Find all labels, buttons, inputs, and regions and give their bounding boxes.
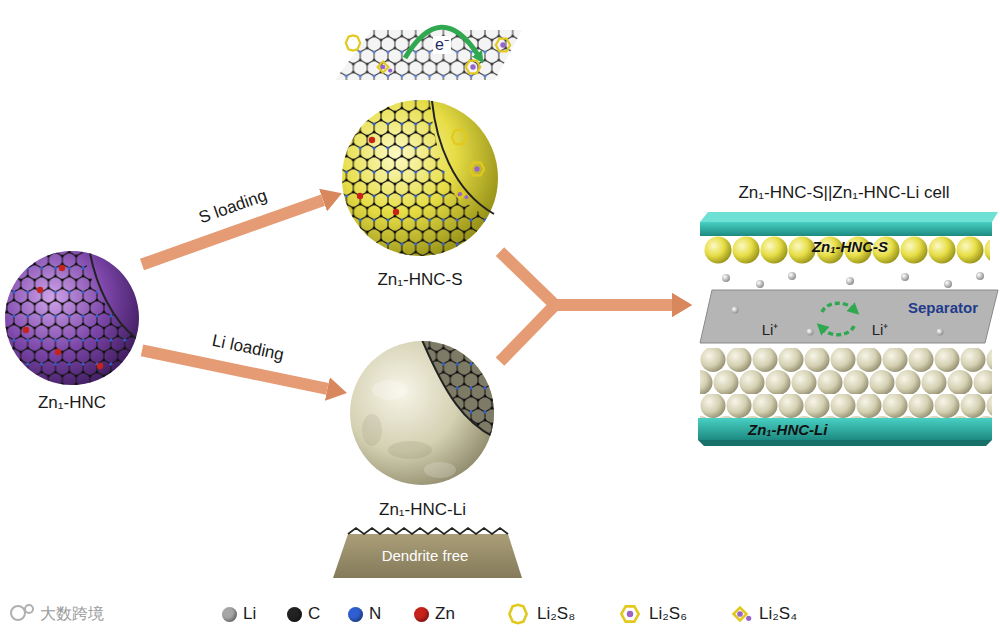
process-arrow — [500, 305, 672, 362]
legend-label: Li₂S₈ — [537, 604, 575, 624]
lithium-slab — [333, 528, 522, 578]
node-label: Zn₁-HNC-S||Zn₁-HNC-Li cell — [738, 183, 949, 203]
ring-symbol — [505, 603, 531, 625]
node-label: Zn₁-HNC-S — [812, 237, 888, 257]
edge-label: Li loading — [211, 331, 286, 365]
legend-swatch — [222, 607, 237, 622]
process-arrow — [500, 252, 672, 305]
graphene-sheet — [330, 25, 530, 85]
sphere-label-box: Zn₁-HNC-Li — [345, 338, 500, 520]
zn-hnc-li-sphere — [350, 335, 500, 485]
node-label: Zn₁-HNC-Li — [748, 420, 827, 440]
legend-item: Li₂S₈ — [505, 603, 575, 625]
separator-layer: Separator — [710, 290, 990, 343]
sphere-label-box: Zn₁-HNC — [2, 248, 142, 413]
legend-swatch — [414, 607, 429, 622]
battery-cell — [698, 212, 998, 446]
legend-item: Li — [222, 603, 256, 625]
node-label: Separator — [908, 298, 978, 318]
legend-item: C — [287, 603, 320, 625]
watermark-logo — [11, 605, 33, 620]
legend-label: Li — [243, 604, 256, 624]
node-label: Dendrite free — [382, 546, 469, 566]
node-label: Zn₁-HNC-Li — [379, 500, 466, 520]
electron-label: e⁻ — [433, 36, 451, 54]
legend-item: Li₂S₄ — [727, 603, 797, 625]
legend-label: C — [308, 604, 320, 624]
legend-swatch — [287, 607, 302, 622]
process-arrow — [142, 350, 327, 389]
legend-item: Li₂S₆ — [617, 603, 687, 625]
ion-label: Li⁺ — [870, 321, 891, 339]
zn-hnc-s-sphere — [340, 98, 500, 258]
legend-label: N — [369, 604, 381, 624]
anode-layer: Zn₁-HNC-Li — [698, 418, 992, 442]
node-label: Zn₁-HNC-S — [377, 270, 462, 290]
legend-swatch — [348, 607, 363, 622]
legend-label: Li₂S₆ — [649, 604, 687, 624]
node-label: Zn₁-HNC — [38, 393, 106, 413]
legend-item: N — [348, 603, 381, 625]
legend-item: Zn — [414, 603, 455, 625]
ring-symbol — [617, 603, 643, 625]
legend-label: Li₂S₄ — [759, 604, 797, 624]
ring-symbol — [727, 603, 753, 625]
sphere-label-box: Zn₁-HNC-S — [340, 98, 500, 290]
zn-hnc-sphere — [0, 245, 145, 390]
cathode-layer: Zn₁-HNC-S — [704, 233, 996, 261]
legend-label: Zn — [435, 604, 455, 624]
lithium-slab-box: Dendrite free — [345, 538, 505, 574]
cell-box: Zn₁-HNC-S||Zn₁-HNC-Li cellZn₁-HNC-S Separ… — [690, 183, 998, 443]
ion-label: Li⁺ — [760, 321, 781, 339]
watermark: 大数跨境 — [38, 605, 106, 623]
